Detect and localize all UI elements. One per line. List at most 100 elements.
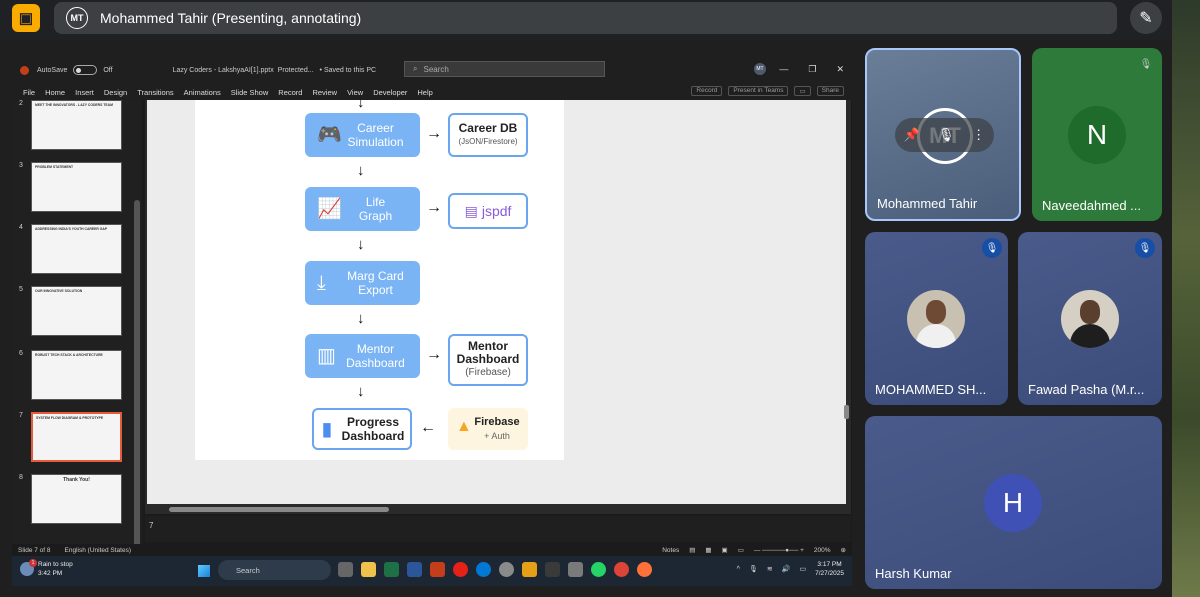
taskbar-search[interactable]: Search	[218, 560, 331, 580]
taskbar-clock[interactable]: 3:17 PM 7/27/2025	[815, 560, 844, 578]
menu-animations[interactable]: Animations	[183, 87, 221, 97]
participant-tile-mohammed-sh[interactable]: 🎙 MOHAMMED SH...	[865, 232, 1008, 405]
git-icon[interactable]	[522, 562, 537, 577]
zoom-level[interactable]: 200%	[813, 546, 831, 554]
menu-design[interactable]: Design	[103, 87, 128, 97]
slide-sorter-icon[interactable]: ▦	[705, 547, 712, 554]
thumb-number: 7	[19, 412, 23, 419]
edge-icon[interactable]	[476, 562, 491, 577]
youtube-icon[interactable]	[453, 562, 468, 577]
participant-tile-naveedahmed[interactable]: 🎙 N Naveedahmed ...	[1032, 48, 1162, 221]
menu-insert[interactable]: Insert	[75, 87, 94, 97]
tile-hover-controls: 📌 🎙 ⋮	[895, 118, 994, 152]
career-simulation-box: 🎮 Career Simulation	[305, 113, 420, 157]
mentor-dashboard-firebase-title: Mentor Dashboard	[456, 339, 520, 366]
annotate-pen-icon[interactable]: ✎	[1130, 2, 1162, 34]
slide-horizontal-scrollbar[interactable]	[145, 504, 851, 514]
life-graph-box: 📈 Life Graph	[305, 187, 420, 231]
record-button[interactable]: Record	[691, 86, 723, 96]
comments-icon[interactable]: ▭	[794, 86, 811, 96]
mentor-dashboard-firebase-box: Mentor Dashboard (Firebase)	[448, 334, 528, 386]
menu-slide-show[interactable]: Slide Show	[230, 87, 269, 97]
slideshow-icon[interactable]: ▭	[737, 547, 744, 554]
excel-icon[interactable]	[384, 562, 399, 577]
menu-help[interactable]: Help	[417, 87, 433, 97]
microphone-icon[interactable]: 🎙	[748, 566, 758, 573]
ppt-search-input[interactable]: ⌕ Search	[404, 61, 605, 77]
slide-vertical-scrollbar[interactable]	[844, 405, 849, 419]
search-icon: ⌕	[413, 64, 418, 73]
terminal-icon[interactable]	[545, 562, 560, 577]
slide-thumbnail-selected[interactable]: SYSTEM FLOW DIAGRAM & PROTOTYPE	[31, 412, 122, 462]
word-icon[interactable]	[407, 562, 422, 577]
more-options-icon[interactable]: ⋮	[972, 127, 986, 142]
window-controls: — ❐ ✕	[779, 64, 844, 75]
close-icon[interactable]: ✕	[836, 64, 844, 74]
firebase-subtitle: + Auth	[484, 431, 510, 441]
chrome-icon[interactable]	[614, 562, 629, 577]
tray-chevron-icon[interactable]: ^	[736, 565, 740, 573]
powerpoint-icon[interactable]	[430, 562, 445, 577]
file-saved: • Saved to this PC	[319, 66, 377, 74]
menu-record[interactable]: Record	[278, 87, 303, 97]
scrollbar-thumb[interactable]	[169, 507, 389, 512]
restore-icon[interactable]: ❐	[808, 64, 817, 74]
notes-button[interactable]: Notes	[662, 546, 680, 554]
photo-body	[916, 324, 956, 348]
menu-developer[interactable]: Developer	[373, 87, 408, 97]
app-icon[interactable]	[499, 562, 514, 577]
mentor-dashboard-box: ▥ Mentor Dashboard	[305, 334, 420, 378]
pin-icon[interactable]: 📌	[903, 127, 921, 142]
reading-view-icon[interactable]: ▣	[721, 547, 728, 554]
participant-tile-harsh-kumar[interactable]: H Harsh Kumar	[865, 416, 1162, 589]
menu-transitions[interactable]: Transitions	[137, 87, 174, 97]
wifi-icon[interactable]: ≋	[766, 566, 773, 573]
zoom-slider[interactable]: — ─────●── +	[753, 546, 804, 554]
menu-file[interactable]: File	[23, 87, 36, 97]
menu-home[interactable]: Home	[45, 87, 66, 97]
share-button[interactable]: Share	[816, 86, 844, 96]
thumb-title: SYSTEM FLOW DIAGRAM & PROTOTYPE	[36, 416, 104, 420]
career-db-subtitle: (JsON/Firestore)	[458, 137, 518, 146]
chrome-profile-icon[interactable]	[637, 562, 652, 577]
weather-widget[interactable]: 1 Rain to stop 3:42 PM	[20, 559, 80, 578]
app-icon[interactable]	[568, 562, 583, 577]
current-slide[interactable]: ↓ 🎮 Career Simulation → Career DB (JsON/…	[195, 94, 564, 460]
career-db-box: Career DB (JsON/Firestore)	[448, 113, 528, 157]
whatsapp-icon[interactable]	[591, 562, 606, 577]
stop-presenting-icon[interactable]: ▣	[12, 4, 40, 32]
menu-view[interactable]: View	[347, 87, 364, 97]
career-simulation-label: Career Simulation	[347, 121, 404, 149]
minimize-icon[interactable]: —	[779, 64, 789, 74]
thumb-number: 5	[19, 286, 23, 293]
fit-to-window-icon[interactable]: ⊕	[840, 547, 846, 554]
volume-icon[interactable]: 🔊	[781, 566, 791, 573]
participant-tile-fawad-pasha[interactable]: 🎙 Fawad Pasha (M.r...	[1018, 232, 1162, 405]
slide-thumbnail[interactable]: ROBUST TECH STACK & ARCHITECTURE	[31, 350, 122, 400]
mute-icon[interactable]: 🎙	[937, 127, 955, 142]
language-status[interactable]: English (United States)	[64, 546, 132, 554]
present-in-teams-button[interactable]: Present in Teams	[728, 86, 789, 96]
firebase-title: Firebase	[474, 416, 520, 428]
slide-thumbnail[interactable]: MEET THE INNOVATORS - LAZY CODERS TEAM	[31, 100, 122, 150]
file-explorer-icon[interactable]	[361, 562, 376, 577]
menu-review[interactable]: Review	[312, 87, 338, 97]
autosave-toggle[interactable]	[73, 65, 98, 75]
slide-thumbnail[interactable]: OUR INNOVATIVE SOLUTION	[31, 286, 122, 336]
thumbnail-scrollbar[interactable]	[134, 200, 140, 580]
slide-thumbnail[interactable]: ADDRESSING INDIA'S YOUTH CAREER GAP	[31, 224, 122, 274]
battery-icon[interactable]: ▭	[799, 566, 807, 573]
slide-thumbnail[interactable]: PROBLEM STATEMENT	[31, 162, 122, 212]
progress-dashboard-label: Progress Dashboard	[341, 415, 405, 443]
windows-start-icon[interactable]	[198, 565, 210, 577]
slide-thumbnail[interactable]: Thank You!	[31, 474, 122, 524]
status-bar-right: Notes ▤ ▦ ▣ ▭ — ─────●── + 200% ⊕	[662, 544, 846, 556]
photo-head	[1080, 300, 1100, 324]
task-view-icon[interactable]	[338, 562, 353, 577]
ppt-user-avatar[interactable]: MT	[754, 63, 766, 75]
speaker-notes[interactable]: 7	[145, 516, 851, 542]
participant-tile-mohammed-tahir[interactable]: MT 📌 🎙 ⋮ Mohammed Tahir	[865, 48, 1021, 221]
marg-card-export-label: Marg Card Export	[347, 269, 404, 297]
normal-view-icon[interactable]: ▤	[689, 547, 696, 554]
slide-counter: Slide 7 of 8	[18, 546, 51, 554]
